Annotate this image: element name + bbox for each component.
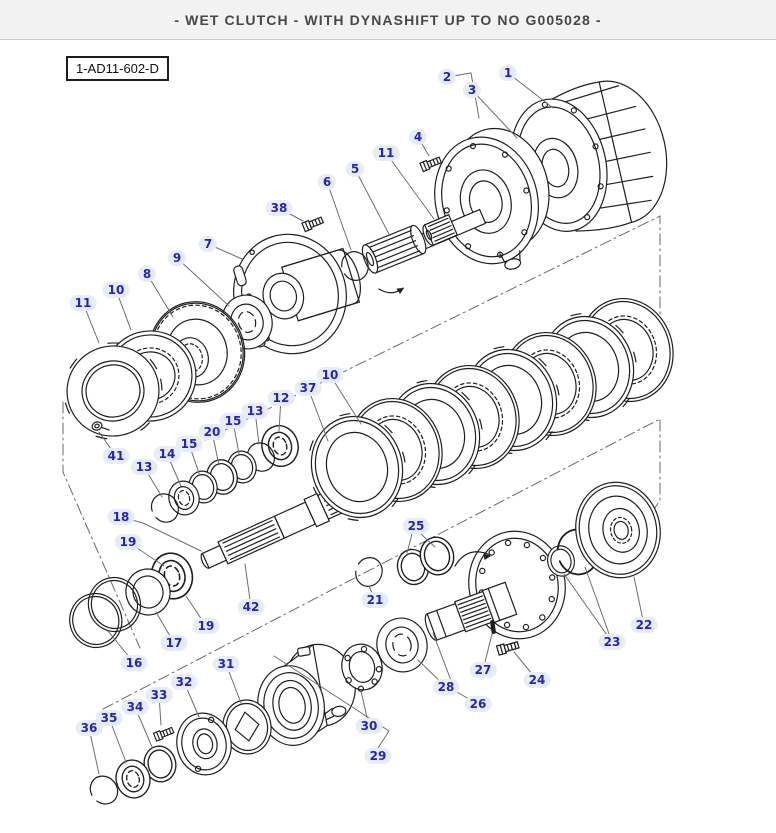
leader-line-1 — [507, 72, 554, 109]
callout-13[interactable]: 13 — [130, 459, 158, 475]
part-bearing-28 — [376, 617, 428, 673]
callout-16[interactable]: 16 — [120, 655, 148, 671]
callout-30[interactable]: 30 — [355, 718, 383, 734]
part-bolt-24 — [495, 639, 521, 656]
callout-23[interactable]: 23 — [598, 634, 626, 650]
part-ring-set — [146, 420, 304, 528]
callout-24[interactable]: 24 — [523, 672, 551, 688]
rotation-arrow-icon — [378, 287, 404, 294]
callout-19[interactable]: 19 — [192, 618, 220, 634]
part-steel-plate-11 — [63, 342, 163, 440]
part-housing-29 — [257, 643, 356, 746]
part-brake-drum — [575, 481, 661, 579]
callout-42[interactable]: 42 — [237, 599, 265, 615]
callout-36[interactable]: 36 — [75, 720, 103, 736]
part-hub-flange — [468, 530, 566, 640]
assembly-arrow-icon — [454, 551, 491, 567]
leader-line-5 — [354, 168, 391, 237]
callout-33[interactable]: 33 — [145, 687, 173, 703]
callout-29[interactable]: 29 — [364, 748, 392, 764]
callout-2[interactable]: 2 — [437, 69, 457, 85]
page-title: - WET CLUTCH - WITH DYNASHIFT UP TO NO G… — [174, 11, 602, 28]
leader-line-11 — [385, 152, 435, 220]
callout-20[interactable]: 20 — [198, 424, 226, 440]
part-screw-plug-41 — [91, 421, 110, 431]
diagram-ref-label: 1-AD11-602-D — [66, 56, 169, 81]
callout-4[interactable]: 4 — [408, 129, 428, 145]
callout-7[interactable]: 7 — [198, 236, 218, 252]
callout-21[interactable]: 21 — [361, 592, 389, 608]
callout-5[interactable]: 5 — [345, 161, 365, 177]
part-hub-shaft — [424, 581, 518, 641]
part-bolt-38 — [301, 215, 325, 233]
part-snap-ring-21 — [351, 553, 387, 591]
part-bolt-33 — [152, 725, 175, 742]
callout-10[interactable]: 10 — [316, 367, 344, 383]
leader-line-25 — [420, 533, 436, 548]
part-splined-sleeve — [422, 213, 459, 246]
leader-line-3 — [471, 89, 518, 139]
callout-26[interactable]: 26 — [464, 696, 492, 712]
leader-line-37 — [307, 387, 329, 442]
part-drive-plate-31 — [222, 699, 272, 755]
callout-11[interactable]: 11 — [372, 145, 400, 161]
callout-14[interactable]: 14 — [153, 446, 181, 462]
callout-8[interactable]: 8 — [137, 266, 157, 282]
leader-line-25 — [406, 533, 413, 554]
leader-line-10 — [329, 374, 362, 425]
title-bar: - WET CLUTCH - WITH DYNASHIFT UP TO NO G… — [0, 0, 776, 40]
callout-32[interactable]: 32 — [170, 674, 198, 690]
callout-37[interactable]: 37 — [294, 380, 322, 396]
callout-15[interactable]: 15 — [219, 413, 247, 429]
callout-11[interactable]: 11 — [69, 295, 97, 311]
callout-19[interactable]: 19 — [114, 534, 142, 550]
callout-22[interactable]: 22 — [630, 617, 658, 633]
callout-34[interactable]: 34 — [121, 699, 149, 715]
callout-28[interactable]: 28 — [432, 679, 460, 695]
callout-18[interactable]: 18 — [107, 509, 135, 525]
leader-line-6 — [326, 181, 352, 251]
callout-3[interactable]: 3 — [462, 82, 482, 98]
callout-12[interactable]: 12 — [267, 390, 295, 406]
callout-35[interactable]: 35 — [95, 710, 123, 726]
part-rings-16 — [69, 576, 142, 649]
callout-6[interactable]: 6 — [317, 174, 337, 190]
leader-line-23 — [563, 573, 613, 643]
callout-41[interactable]: 41 — [102, 448, 130, 464]
callout-15[interactable]: 15 — [175, 436, 203, 452]
callout-13[interactable]: 13 — [241, 403, 269, 419]
callout-38[interactable]: 38 — [265, 200, 293, 216]
callout-9[interactable]: 9 — [167, 250, 187, 266]
callout-31[interactable]: 31 — [212, 656, 240, 672]
callout-25[interactable]: 25 — [402, 518, 430, 534]
callout-17[interactable]: 17 — [160, 635, 188, 651]
part-dowel-pin — [490, 620, 496, 634]
callout-10[interactable]: 10 — [102, 282, 130, 298]
part-flange-32 — [176, 712, 232, 776]
leader-line-9 — [176, 257, 230, 307]
part-splined-coupling — [361, 224, 427, 274]
leader-line-29 — [273, 655, 390, 749]
callout-1[interactable]: 1 — [498, 65, 518, 81]
callout-27[interactable]: 27 — [469, 662, 497, 678]
leader-line-23 — [584, 566, 613, 643]
